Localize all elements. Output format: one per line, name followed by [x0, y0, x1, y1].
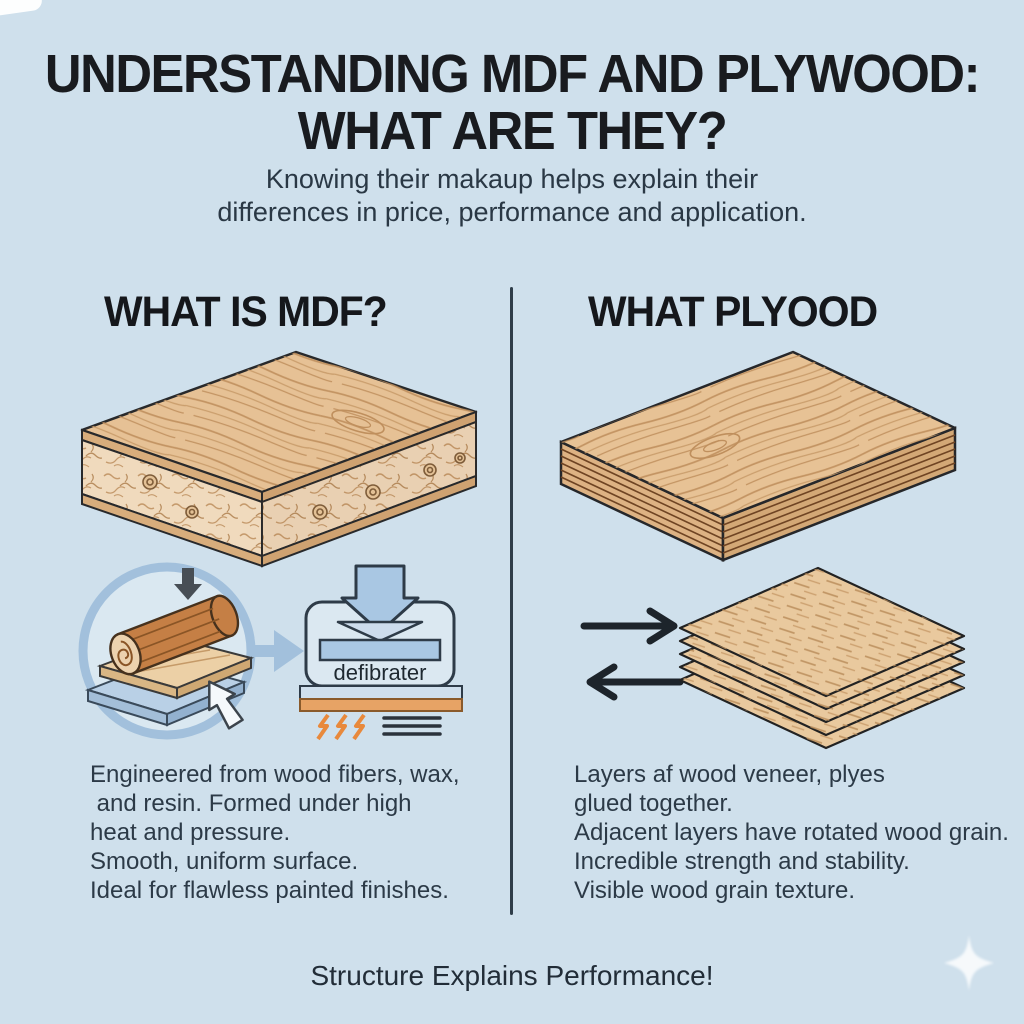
veneer-stack-illustration [678, 566, 966, 750]
machine-base-top [299, 685, 463, 700]
defibrator-machine: defibrater [299, 564, 463, 741]
mdf-heading: WHAT IS MDF? [104, 288, 388, 336]
page-subtitle-line2: differences in price, performance and ap… [217, 196, 807, 227]
plywood-description-line: Visible wood grain texture. [574, 877, 856, 904]
sparkle-icon [944, 935, 994, 991]
mdf-description-line: heat and pressure. [90, 819, 291, 846]
plywood-description-line: glued together. [574, 790, 733, 817]
plywood-description: Layers af wood veneer, plyes glued toget… [574, 760, 1009, 905]
corner-decoration [0, 0, 44, 17]
connector-shaft [248, 645, 278, 657]
log-icon [109, 594, 240, 676]
plywood-description-line: Adjacent layers have rotated wood grain. [574, 819, 1009, 846]
mdf-description-line: Ideal for flawless painted finishes. [90, 877, 449, 904]
funnel [336, 620, 424, 643]
right-arrow-head-icon [646, 607, 678, 645]
press-plate [318, 638, 442, 662]
plywood-description-line: Incredible strength and stability. [574, 848, 910, 875]
veneer-sheets [678, 566, 966, 750]
mdf-description-line: Engineered from wood fibers, wax, [90, 761, 460, 788]
mdf-process-circle [78, 562, 304, 740]
resin-dots [142, 452, 466, 520]
footer-tagline: Structure Explains Performance! [310, 960, 714, 991]
left-layer-lines [560, 448, 724, 554]
mdf-board-illustration [80, 350, 478, 568]
machine-label: defibrater [334, 660, 427, 685]
page-title-line2: WHAT ARE THEY? [297, 101, 728, 162]
wood-plank [96, 636, 255, 700]
down-arrow-icon [174, 568, 202, 600]
mdf-description-line: Smooth, uniform surface. [90, 848, 359, 875]
press-arrow-icon [340, 564, 420, 634]
plywood-heading: WHAT PLYOOD [588, 288, 878, 336]
mdf-description-line: and resin. Formed under high [90, 790, 412, 817]
page-title-line1: UNDERSTANDING MDF AND PLYWOOD: [44, 44, 981, 104]
heat-lines-icon [382, 716, 442, 736]
cursor-arrow-icon [208, 680, 244, 730]
right-layer-lines [722, 434, 956, 554]
plywood-board-illustration [559, 350, 957, 562]
lightning-bolts-icon [316, 713, 366, 741]
mdf-description: Engineered from wood fibers, wax, and re… [90, 760, 460, 905]
left-arrow-head-icon [586, 663, 618, 701]
page-subtitle: Knowing their makaup helps explain their… [0, 163, 1024, 229]
page-title: UNDERSTANDING MDF AND PLYWOOD: WHAT ARE … [0, 44, 1024, 162]
page-subtitle-line1: Knowing their makaup helps explain their [265, 164, 759, 194]
column-divider [510, 287, 513, 915]
plywood-description-line: Layers af wood veneer, plyes [574, 761, 885, 788]
machine-base-bottom [299, 698, 463, 712]
connector-arrow-icon [274, 630, 304, 672]
exchange-arrows [580, 607, 684, 701]
